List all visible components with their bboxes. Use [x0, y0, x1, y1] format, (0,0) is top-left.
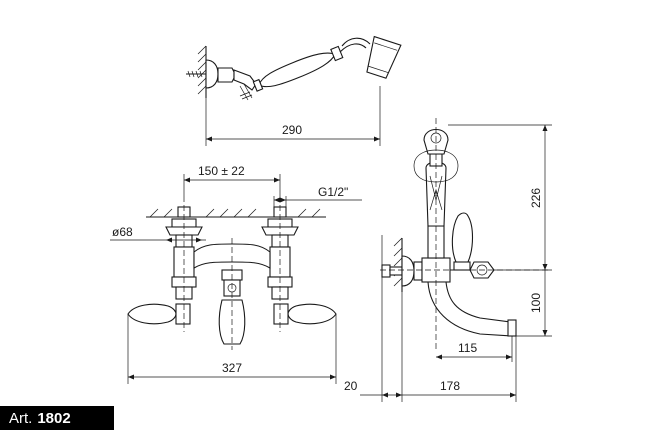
dimension-label-290: 290 [282, 123, 302, 137]
dimension-20: 20 [344, 235, 403, 402]
dimension-label-178: 178 [440, 379, 460, 393]
dimension-226: 226 [448, 124, 552, 271]
dimension-150: 150 ± 22 [183, 164, 281, 196]
dimension-label-115: 115 [458, 341, 477, 355]
dimension-327: 327 [127, 314, 337, 384]
dimension-178: 178 [402, 336, 517, 402]
dimension-label-20: 20 [344, 379, 358, 393]
hand-shower-view [186, 35, 402, 146]
dimension-thread: G1/2" [273, 185, 362, 214]
dimension-label-150: 150 ± 22 [198, 164, 245, 178]
dimension-diameter: ø68 [110, 225, 206, 243]
dimension-label-327: 327 [222, 361, 242, 375]
dimension-label-diameter: ø68 [112, 225, 133, 239]
article-badge: Art. 1802 [0, 406, 114, 430]
dimension-100: 100 [516, 270, 552, 337]
article-prefix: Art. [9, 409, 33, 427]
dimension-290: 290 [206, 123, 380, 142]
dimension-label-226: 226 [529, 188, 543, 208]
dimension-label-thread: G1/2" [318, 185, 348, 199]
front-view [127, 196, 337, 350]
side-view [380, 118, 550, 350]
dimension-115: 115 [436, 336, 513, 362]
article-number: 1802 [37, 409, 71, 427]
dimension-label-100: 100 [529, 293, 543, 313]
